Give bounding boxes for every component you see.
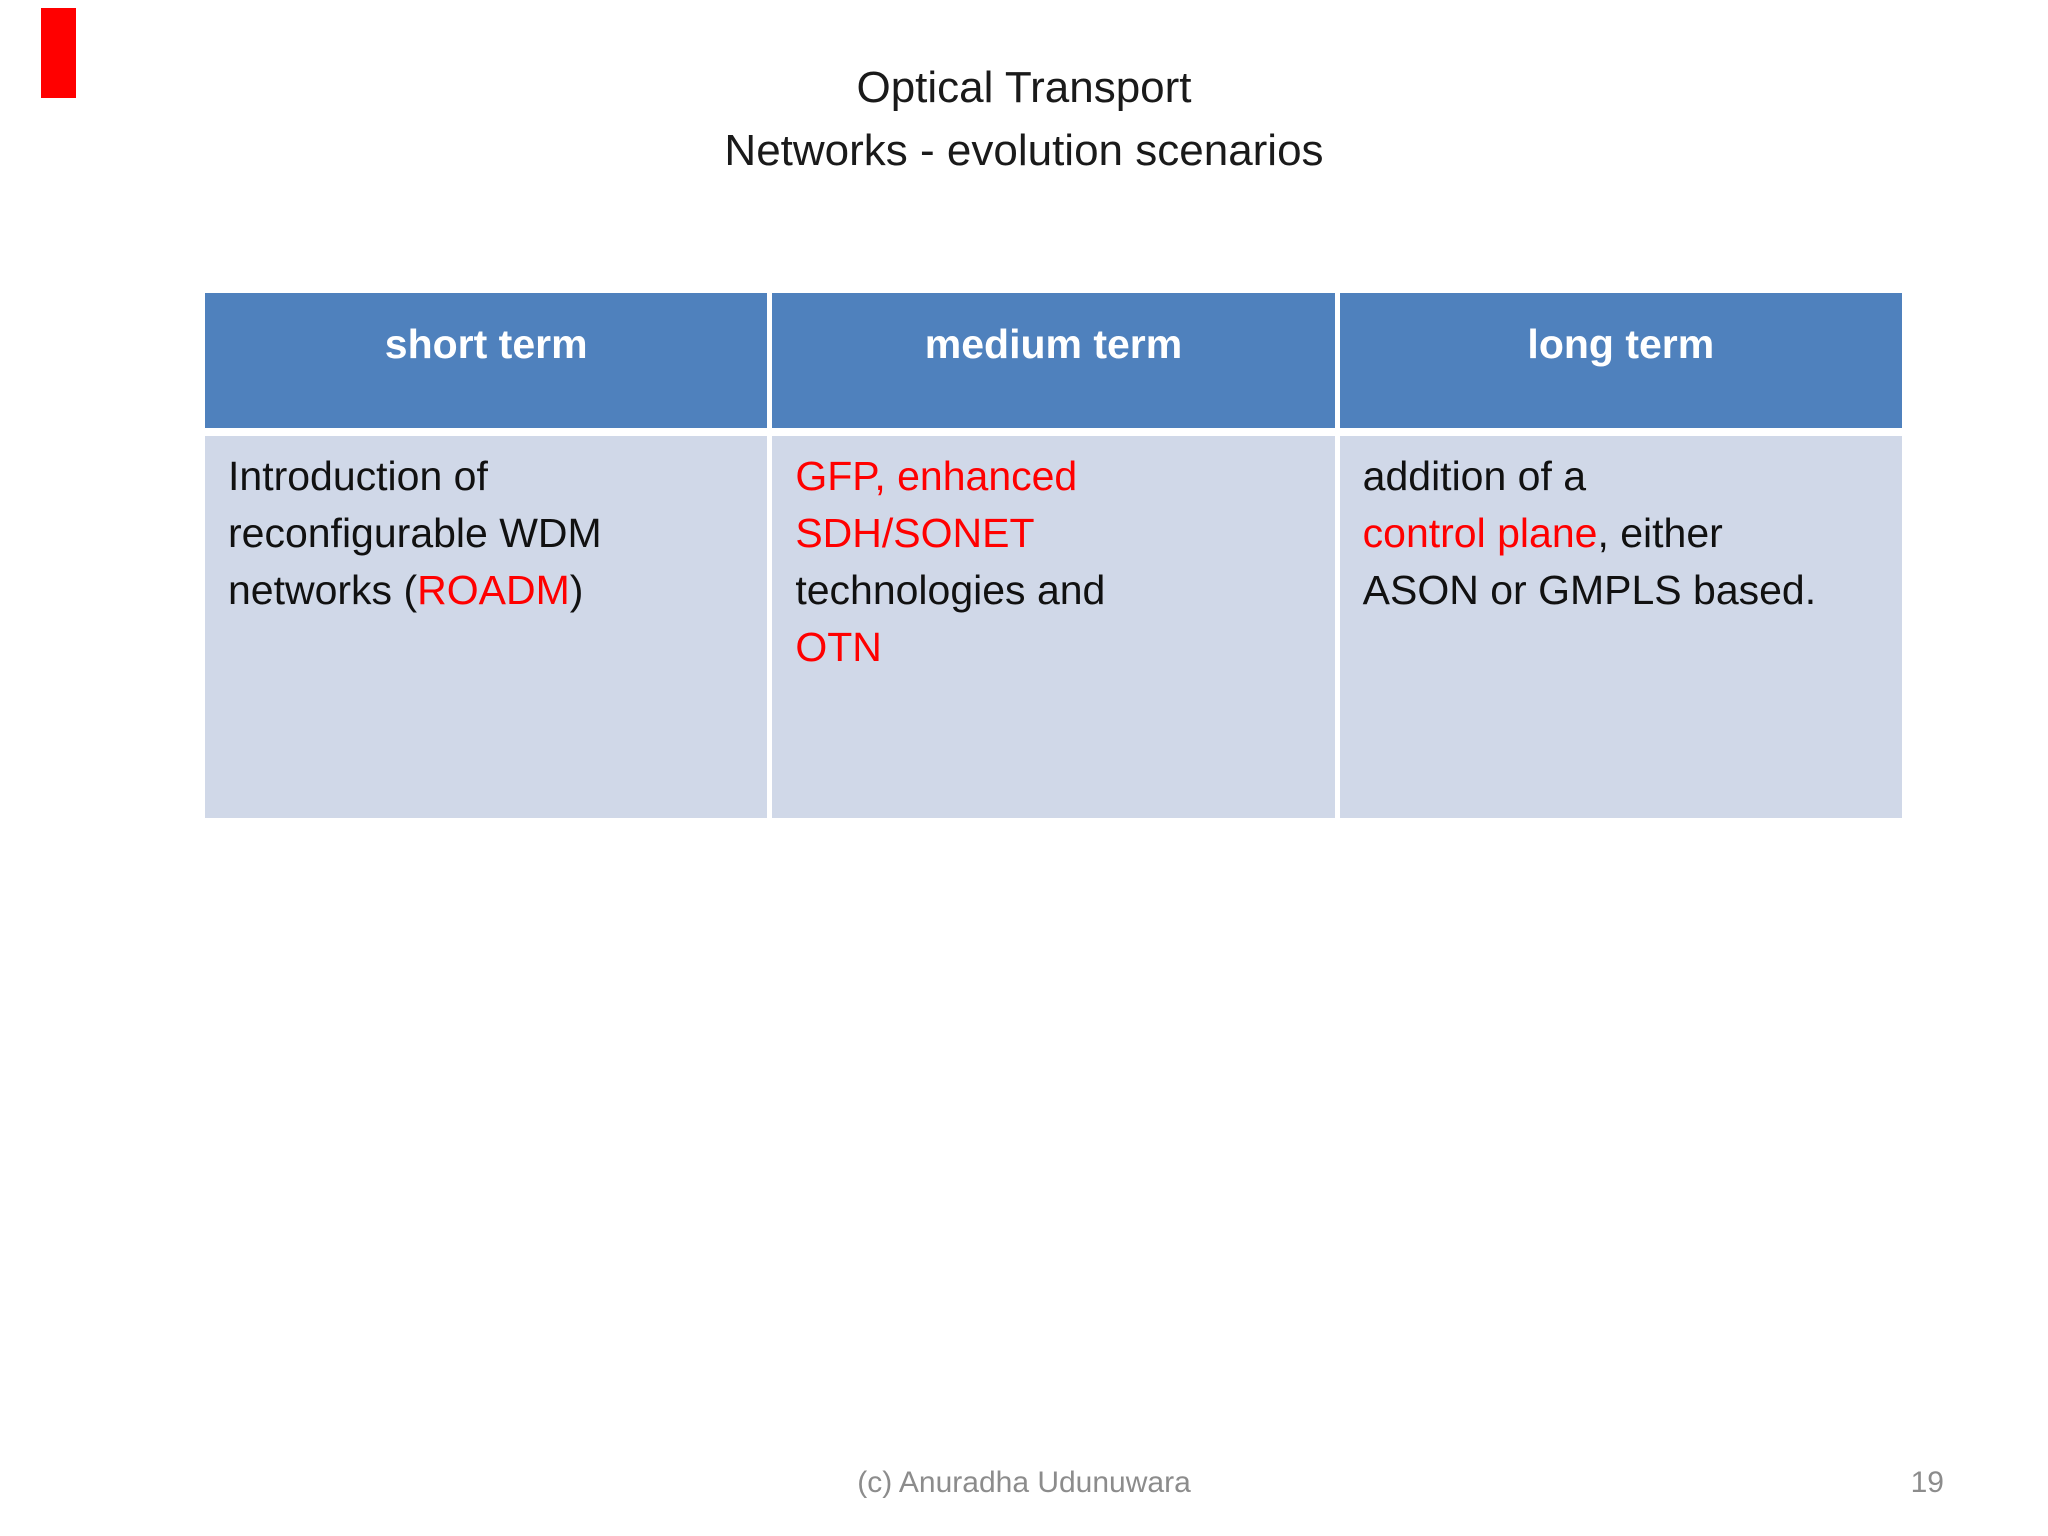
table-cell-medium-term: GFP, enhanced SDH/SONET technologies and… xyxy=(772,436,1335,818)
table-header-medium-term: medium term xyxy=(772,293,1335,428)
slide-page-number: 19 xyxy=(1910,1466,1944,1499)
cell-text-segment: Introduction of xyxy=(228,453,488,499)
table-header-short-term: short term xyxy=(205,293,768,428)
cell-text-segment: ASON or GMPLS based. xyxy=(1362,567,1817,613)
table-cell-long-term: addition of a control plane, either ASON… xyxy=(1339,436,1902,818)
cell-text-segment-highlight: SDH/SONET xyxy=(795,510,1035,556)
slide-title-line1: Optical Transport xyxy=(856,63,1192,112)
slide-title: Optical Transport Networks - evolution s… xyxy=(0,56,2048,182)
cell-text-segment: reconfigurable WDM xyxy=(228,510,602,556)
slide-title-line2: Networks - evolution scenarios xyxy=(724,126,1324,175)
cell-text-segment: networks ( xyxy=(228,567,418,613)
cell-text-segment: addition of a xyxy=(1362,453,1587,499)
table-header-long-term: long term xyxy=(1339,293,1902,428)
cell-text-segment-highlight: OTN xyxy=(795,624,882,670)
red-marker-bar xyxy=(41,8,76,98)
footer-copyright: (c) Anuradha Udunuwara xyxy=(857,1466,1191,1499)
table-header-row: short term medium term long term xyxy=(205,293,1902,428)
cell-text-segment: technologies and xyxy=(795,567,1106,613)
evolution-scenarios-table: short term medium term long term Introdu… xyxy=(205,293,1902,818)
cell-text-segment-highlight: control plane xyxy=(1362,510,1598,556)
cell-text-segment: ) xyxy=(569,567,584,613)
table-cell-short-term: Introduction of reconfigurable WDM netwo… xyxy=(205,436,768,818)
table-body-row: Introduction of reconfigurable WDM netwo… xyxy=(205,436,1902,818)
cell-text-segment: , either xyxy=(1597,510,1723,556)
cell-text-segment-highlight: GFP, enhanced xyxy=(795,453,1078,499)
cell-text-segment-highlight: ROADM xyxy=(417,567,570,613)
